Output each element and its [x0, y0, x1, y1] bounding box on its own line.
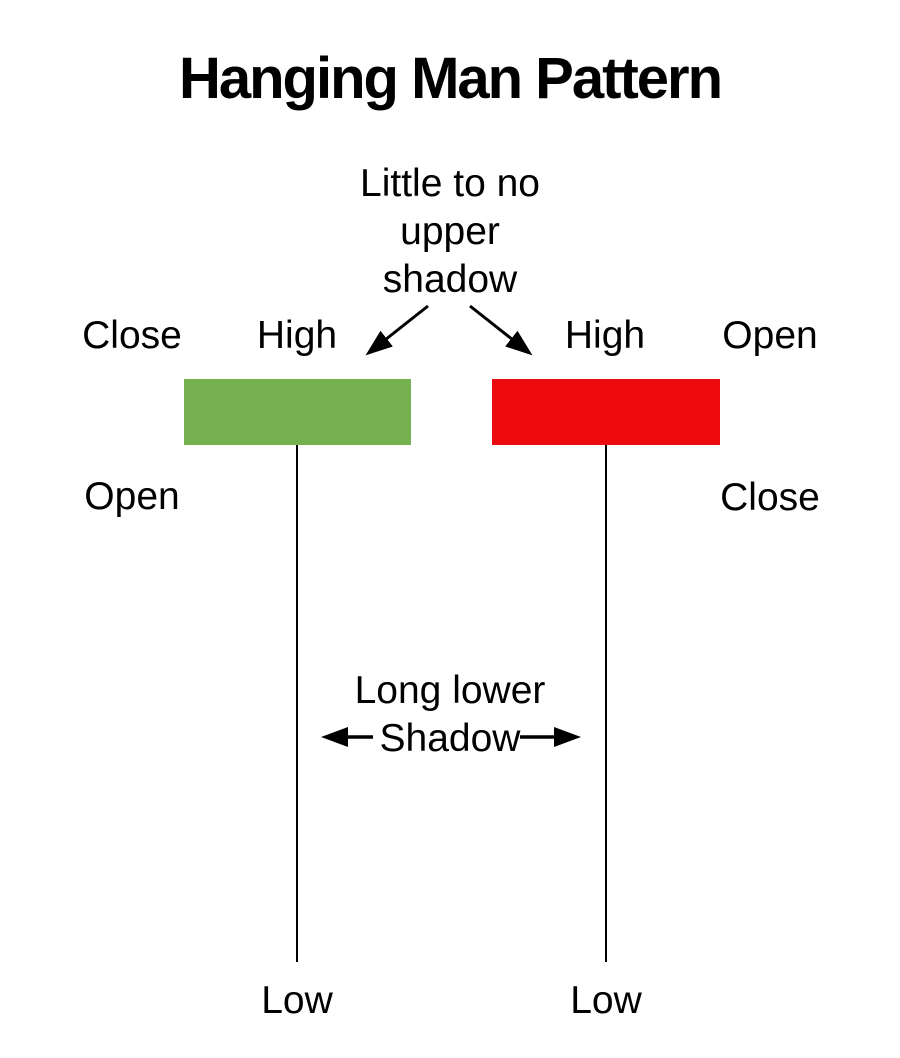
upper-shadow-annotation: Little to no upper shadow	[0, 160, 900, 304]
left-candle-body-bullish	[184, 379, 411, 445]
left-candle-low-label: Low	[261, 979, 333, 1022]
lower-shadow-annotation-line1: Long lower	[354, 669, 546, 712]
upper-shadow-annotation-line2: upper	[400, 210, 500, 253]
right-candle-low-label: Low	[570, 979, 642, 1022]
right-candle-body-bearish	[492, 379, 720, 445]
upper-shadow-arrow-left	[365, 304, 429, 356]
right-candle-open-label: Open	[722, 314, 818, 357]
upper-shadow-annotation-line3: shadow	[382, 258, 518, 301]
diagram-title: Hanging Man Pattern	[178, 46, 723, 111]
left-candle-open-label: Open	[84, 475, 180, 518]
right-candle-close-label: Close	[720, 476, 820, 519]
lower-shadow-annotation-line2: Shadow	[379, 717, 521, 760]
left-candle-close-label: Close	[82, 314, 182, 357]
upper-shadow-annotation-line1: Little to no	[360, 162, 540, 205]
lower-shadow-annotation: Long lower Shadow	[0, 667, 900, 763]
right-candle-high-label: High	[564, 314, 646, 357]
upper-shadow-arrow-right	[469, 304, 533, 356]
left-candle-high-label: High	[256, 314, 338, 357]
